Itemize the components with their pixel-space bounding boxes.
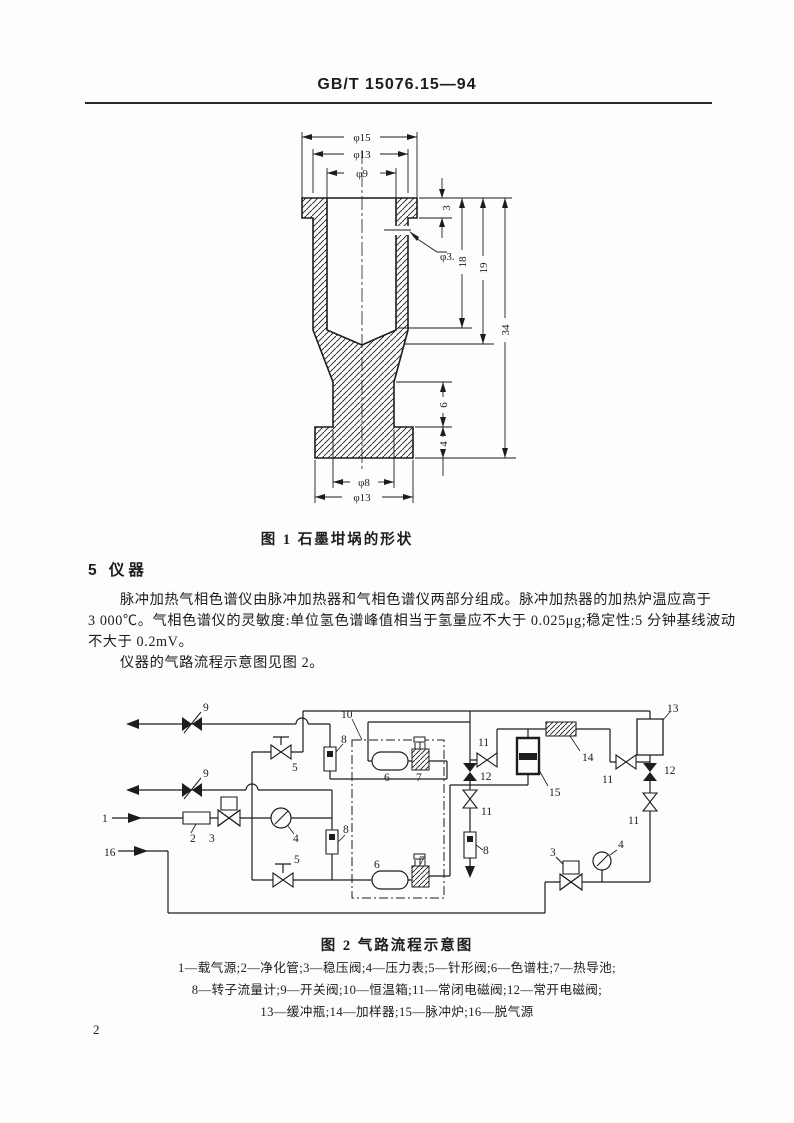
gauge-4b <box>593 850 617 870</box>
dim-6: 6 <box>438 402 450 408</box>
needle-valve-5b <box>272 871 294 889</box>
pulse-furnace-15 <box>517 738 548 786</box>
figure2-caption: 图 2 气路流程示意图 <box>320 938 474 954</box>
dim-arrows-right <box>439 189 508 458</box>
label-11h: 11 <box>478 737 489 749</box>
figure2-legend: 1—载气源;2—净化管;3—稳压阀;4—压力表;5—针形阀;6—色谱柱;7—热导… <box>0 957 794 1023</box>
solenoid-11h <box>476 751 498 769</box>
sample-feeder-14 <box>546 722 576 736</box>
dim-phi9: φ9 <box>356 168 368 180</box>
tc-cell-7a <box>412 737 429 770</box>
header-rule <box>85 102 712 104</box>
label-4b: 4 <box>618 839 624 851</box>
dim-phi13-top: φ13 <box>353 149 371 161</box>
figure2-gas-flow-diagram: 9 9 1 2 3 4 16 5 5 8 8 8 10 6 7 6 7 11 1… <box>102 702 679 934</box>
dim-phi8: φ8 <box>358 477 370 489</box>
label-13: 13 <box>667 703 679 715</box>
standard-code: GB/T 15076.15—94 <box>317 76 477 93</box>
label-9a: 9 <box>203 702 209 714</box>
legend-line-3: 13—缓冲瓶;14—加样器;15—脉冲炉;16—脱气源 <box>260 1005 534 1019</box>
solenoid-12b <box>643 763 657 781</box>
section5-heading: 5 仪器 <box>88 562 148 579</box>
dim-4: 4 <box>438 441 450 447</box>
label-11b: 11 <box>481 806 492 818</box>
legend-line-2: 8—转子流量计;9—开关阀;10—恒温箱;11—常闭电磁阀;12—常开电磁阀; <box>191 983 603 997</box>
label-5a: 5 <box>292 762 298 774</box>
stabilizer-valve-3b <box>556 857 583 892</box>
label-12a: 12 <box>480 771 492 783</box>
dim-arrows-bottom <box>315 479 413 500</box>
solenoid-11v2 <box>641 792 659 812</box>
figure2-labels: 9 9 1 2 3 4 16 5 5 8 8 8 10 6 7 6 7 11 1… <box>102 702 679 871</box>
label-4a: 4 <box>293 833 299 845</box>
tc-cell-7b <box>412 854 429 887</box>
label-6a: 6 <box>384 772 390 784</box>
figure1-caption: 图 1 石墨坩埚的形状 <box>260 532 414 548</box>
solenoid-11b <box>461 789 479 809</box>
label-8c: 8 <box>483 845 489 857</box>
rotameter-8b <box>326 830 345 854</box>
gauge-4a <box>271 808 294 834</box>
label-3b: 3 <box>550 847 556 859</box>
label-8a: 8 <box>341 734 347 746</box>
dim-phi3: φ3. <box>440 251 455 263</box>
solenoid-11h2 <box>615 753 637 771</box>
label-9b: 9 <box>203 768 209 780</box>
needle-valve-5a <box>270 743 292 761</box>
figure1-crucible-drawing: φ3. φ15 φ13 φ9 <box>268 132 532 504</box>
dim-18: 18 <box>457 256 469 268</box>
buffer-bottle-13 <box>637 719 663 755</box>
label-12b: 12 <box>664 765 676 777</box>
label-3a: 3 <box>209 833 215 845</box>
label-15: 15 <box>549 787 561 799</box>
body-line-3: 不大于 0.2mV。 <box>88 634 194 650</box>
crucible-section <box>302 198 417 458</box>
label-5b: 5 <box>294 854 300 866</box>
rotameter-8c <box>464 832 483 858</box>
label-11h2: 11 <box>602 774 613 786</box>
body-line-1: 脉冲加热气相色谱仪由脉冲加热器和气相色谱仪两部分组成。脉冲加热器的加热炉温应高于 <box>120 592 712 608</box>
legend-line-1: 1—载气源;2—净化管;3—稳压阀;4—压力表;5—针形阀;6—色谱柱;7—热导… <box>178 961 616 975</box>
purifier-2 <box>183 812 210 824</box>
rotameter-8a <box>324 744 343 771</box>
solenoid-12a <box>463 763 477 781</box>
label-11v2: 11 <box>628 815 639 827</box>
valve-9a <box>182 712 202 733</box>
dim-phi15: φ15 <box>353 132 371 144</box>
label-8b: 8 <box>343 824 349 836</box>
column-6b <box>372 871 408 889</box>
label-16: 16 <box>104 847 116 859</box>
stabilizer-valve-3a <box>217 797 241 828</box>
body-line-2: 3 000℃。气相色谱仪的灵敏度:单位氢色谱峰值相当于氢量应不大于 0.025μ… <box>88 613 736 629</box>
body-line-4: 仪器的气路流程示意图见图 2。 <box>120 655 325 671</box>
label-14: 14 <box>582 752 594 764</box>
dim-lines-right <box>396 178 516 476</box>
label-1: 1 <box>102 813 108 825</box>
dim-34: 34 <box>500 324 512 336</box>
thermostat-box <box>352 740 444 898</box>
label-2: 2 <box>190 833 196 845</box>
label-6b: 6 <box>374 859 380 871</box>
label-7a: 7 <box>416 772 422 784</box>
label-7b: 7 <box>419 855 425 867</box>
dim-3: 3 <box>441 205 453 211</box>
dim-phi13-bottom: φ13 <box>353 492 371 504</box>
column-6a <box>372 752 408 770</box>
page-number: 2 <box>93 1022 100 1037</box>
dim-19: 19 <box>478 262 490 274</box>
flow-arrows <box>126 719 475 878</box>
valve-9b <box>182 778 202 799</box>
dim-arrows-top <box>302 134 417 176</box>
label-10: 10 <box>341 709 353 721</box>
